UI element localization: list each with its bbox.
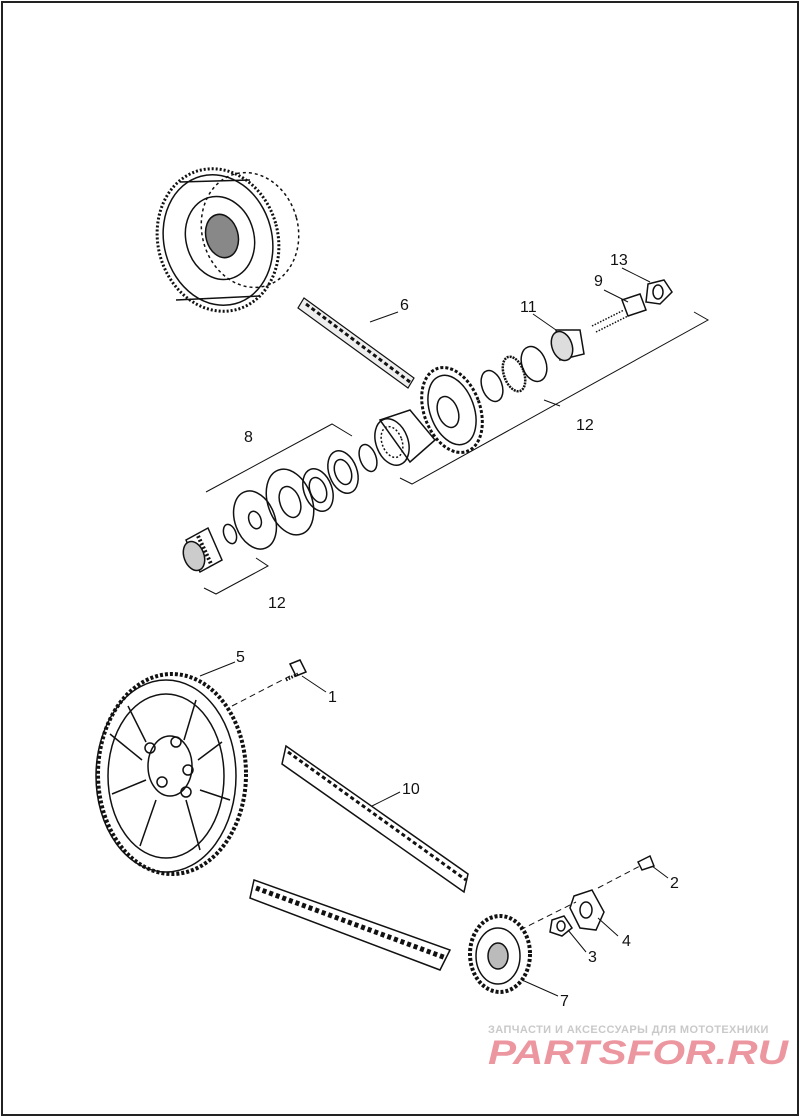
- callout-3: 3: [588, 949, 597, 966]
- transmission-sprocket: [468, 914, 532, 994]
- thrust-washers: [480, 345, 548, 403]
- compensator-bearing: [550, 329, 585, 362]
- callout-12-lower: 12: [268, 595, 286, 612]
- clutch-drum: [155, 167, 300, 313]
- callout-1: 1: [328, 689, 337, 706]
- watermark-logo-text: PARTSFOR.RU: [488, 1034, 790, 1070]
- sliding-cam: [374, 409, 437, 466]
- callout-12-upper: 12: [576, 417, 594, 434]
- spring-washers: [222, 443, 378, 550]
- lock-plate-screw: [519, 854, 655, 931]
- callout-4: 4: [622, 933, 631, 950]
- drive-belt: [249, 744, 469, 971]
- callout-11: 11: [520, 299, 537, 316]
- lock-plate: [569, 889, 605, 931]
- compensator-bolt: [591, 293, 647, 333]
- callout-5: 5: [236, 649, 245, 666]
- callout-6: 6: [400, 297, 409, 314]
- lock-nut: [645, 279, 673, 305]
- rear-pulley: [95, 672, 248, 876]
- pulley-bolt: [231, 659, 308, 707]
- leader-lines: [199, 267, 669, 997]
- watermark-logo: PARTSFOR.RU: [488, 1034, 790, 1070]
- watermark-caption: ЗАПЧАСТИ И АКСЕССУАРЫ ДЛЯ МОТОТЕХНИКИ: [488, 1024, 769, 1036]
- shaft-extension: [182, 526, 223, 574]
- compensator-sprocket: [420, 366, 484, 454]
- callout-13: 13: [610, 252, 628, 269]
- callout-9: 9: [594, 273, 603, 290]
- callout-10: 10: [402, 781, 420, 798]
- callout-2: 2: [670, 875, 679, 892]
- sprocket-nut: [549, 915, 574, 937]
- bracket-lines: [203, 311, 710, 595]
- primary-chain: [297, 297, 415, 389]
- callout-7: 7: [560, 993, 569, 1010]
- callout-8: 8: [244, 429, 253, 446]
